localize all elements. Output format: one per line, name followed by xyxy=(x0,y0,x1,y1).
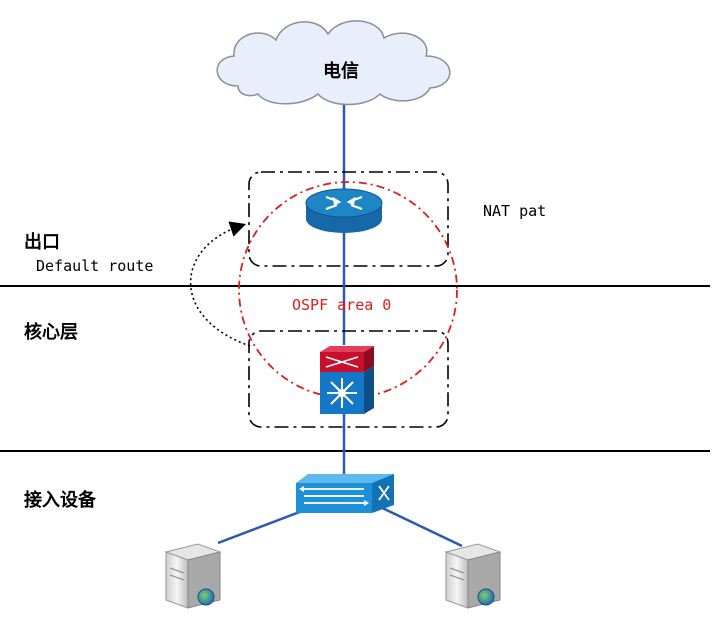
zone-label-access: 接入设备 xyxy=(24,490,96,511)
core-switch-icon xyxy=(320,346,374,414)
egress-device-group xyxy=(248,171,449,267)
router-icon xyxy=(305,188,383,233)
default-route-label: Default route xyxy=(36,257,154,275)
zone-label-core: 核心层 xyxy=(24,322,78,343)
nat-annotation: NAT pat xyxy=(483,202,547,220)
server-icon xyxy=(444,543,502,609)
access-switch-icon xyxy=(296,474,394,513)
core-device-group xyxy=(248,330,449,428)
link-access-server-right xyxy=(375,503,463,548)
ospf-area-ring xyxy=(238,181,458,399)
default-route-arrow xyxy=(189,221,251,347)
cloud-icon xyxy=(216,20,451,106)
zone-label-egress: 出口 xyxy=(24,232,60,253)
server-icon xyxy=(164,543,222,609)
ospf-area-label: OSPF area 0 xyxy=(292,296,392,314)
isp-label: 电信 xyxy=(323,61,359,82)
